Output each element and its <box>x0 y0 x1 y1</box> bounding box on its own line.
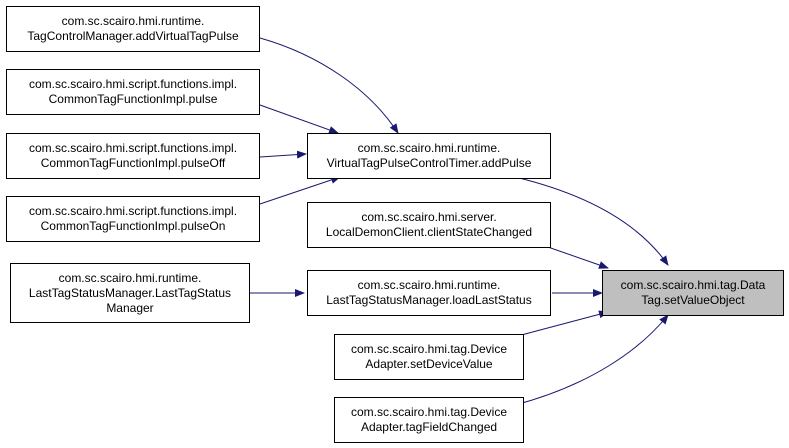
edge-clientstate-to-focus <box>544 245 609 269</box>
node-device-adapter-tag-field-changed[interactable]: com.sc.scairo.hmi.tag.Device Adapter.tag… <box>334 397 524 443</box>
node-label-line2: CommonTagFunctionImpl.pulseOn <box>40 219 226 233</box>
node-common-tag-function-impl-pulse-off[interactable]: com.sc.scairo.hmi.script.functions.impl.… <box>6 133 260 179</box>
edge-tagfield-to-focus <box>514 314 669 406</box>
node-last-tag-status-manager-constructor[interactable]: com.sc.scairo.hmi.runtime. LastTagStatus… <box>10 263 250 323</box>
node-label-line1: com.sc.scairo.hmi.script.functions.impl. <box>28 77 238 91</box>
edge-pulseon-to-addpulse <box>259 176 341 205</box>
node-label-line2: CommonTagFunctionImpl.pulse <box>48 92 218 106</box>
node-label-line1: com.sc.scairo.hmi.runtime. <box>357 278 501 292</box>
node-tag-control-manager-add-virtual-tag-pulse[interactable]: com.sc.scairo.hmi.runtime. TagControlMan… <box>6 6 260 52</box>
node-common-tag-function-impl-pulse-on[interactable]: com.sc.scairo.hmi.script.functions.impl.… <box>6 196 260 242</box>
edge-setdevice-to-focus <box>509 310 609 339</box>
node-virtual-tag-pulse-control-timer-add-pulse[interactable]: com.sc.scairo.hmi.runtime. VirtualTagPul… <box>307 133 551 179</box>
node-local-demon-client-client-state-changed[interactable]: com.sc.scairo.hmi.server. LocalDemonClie… <box>307 202 551 248</box>
node-label-line2: LastTagStatusManager.LastTagStatus <box>28 285 232 300</box>
node-label-line1: com.sc.scairo.hmi.tag.Device <box>350 405 508 419</box>
node-label-line1: com.sc.scairo.hmi.script.functions.impl. <box>28 204 238 218</box>
node-label-line2: TagControlManager.addVirtualTagPulse <box>27 29 239 43</box>
node-label-line2: Adapter.tagFieldChanged <box>360 420 498 434</box>
node-label-line1: com.sc.scairo.hmi.tag.Data <box>620 278 766 292</box>
node-label-line2: VirtualTagPulseControlTimer.addPulse <box>326 156 532 170</box>
node-label-line2: LastTagStatusManager.loadLastStatus <box>326 293 532 307</box>
node-label-line2: Tag.setValueObject <box>641 293 745 307</box>
node-label-line1: com.sc.scairo.hmi.tag.Device <box>350 342 508 356</box>
node-label-line2: LocalDemonClient.clientStateChanged <box>325 225 533 239</box>
edge-addpulse-to-focus <box>514 176 669 266</box>
node-last-tag-status-manager-load-last-status[interactable]: com.sc.scairo.hmi.runtime. LastTagStatus… <box>307 270 551 316</box>
node-label-line1: com.sc.scairo.hmi.runtime. <box>61 14 205 28</box>
node-label-line1: com.sc.scairo.hmi.runtime. <box>58 270 202 285</box>
node-label-line1: com.sc.scairo.hmi.script.functions.impl. <box>28 141 238 155</box>
node-common-tag-function-impl-pulse[interactable]: com.sc.scairo.hmi.script.functions.impl.… <box>6 69 260 115</box>
edge-addvirtual-to-addpulse <box>259 37 399 134</box>
node-label-line2: Adapter.setDeviceValue <box>365 357 493 371</box>
node-label-line1: com.sc.scairo.hmi.server. <box>361 210 497 224</box>
node-label-line2: CommonTagFunctionImpl.pulseOff <box>40 156 226 170</box>
node-data-tag-set-value-object: com.sc.scairo.hmi.tag.Data Tag.setValueO… <box>602 270 784 316</box>
node-label-line1: com.sc.scairo.hmi.runtime. <box>357 141 501 155</box>
node-device-adapter-set-device-value[interactable]: com.sc.scairo.hmi.tag.Device Adapter.set… <box>334 334 524 380</box>
edge-pulse-to-addpulse <box>259 104 339 134</box>
edge-pulseoff-to-addpulse <box>259 150 307 159</box>
node-label-line3: Manager <box>106 300 154 315</box>
